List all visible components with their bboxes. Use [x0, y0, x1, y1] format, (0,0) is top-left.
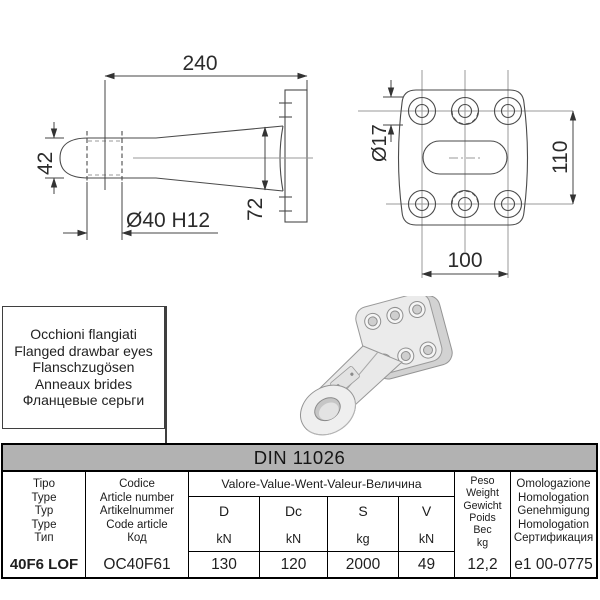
header-value-Dc: Dc kN	[260, 497, 328, 552]
technical-drawings: 240 42 72 Ø40 H12	[34, 52, 577, 278]
row-code: OC40F61	[86, 552, 189, 577]
header-value-V: V kN	[399, 497, 455, 552]
front-view-drawing	[397, 89, 529, 226]
side-view-dimensions	[45, 72, 308, 240]
front-view-dimensions	[383, 80, 577, 278]
side-view-drawing	[59, 89, 308, 223]
row-value-D: 130	[189, 552, 260, 577]
dim-length-label: 240	[182, 52, 217, 75]
dim-bore-label: Ø40 H12	[126, 209, 210, 232]
header-value-D: D kN	[189, 497, 260, 552]
product-3d-render	[300, 292, 453, 436]
row-value-Dc: 120	[260, 552, 328, 577]
header-value-S: S kg	[328, 497, 399, 552]
dim-neck-height-label: 72	[244, 198, 267, 221]
row-value-S: 2000	[328, 552, 399, 577]
section-divider	[165, 306, 167, 443]
header-values-title: Valore-Value-Went-Valeur-Величина	[189, 472, 455, 497]
standard-header-bar: DIN 11026	[3, 445, 596, 472]
dim-horizontal-spacing-label: 100	[447, 249, 482, 272]
dim-eye-height-label: 42	[34, 152, 57, 175]
dim-vertical-spacing-label: 110	[549, 141, 572, 174]
row-weight: 12,2	[455, 552, 511, 577]
row-type: 40F6 LOF	[3, 552, 86, 577]
row-homologation: e1 00-0775	[514, 555, 593, 573]
row-value-V: 49	[399, 552, 455, 577]
dim-hole-diameter-label: Ø17	[369, 124, 391, 162]
